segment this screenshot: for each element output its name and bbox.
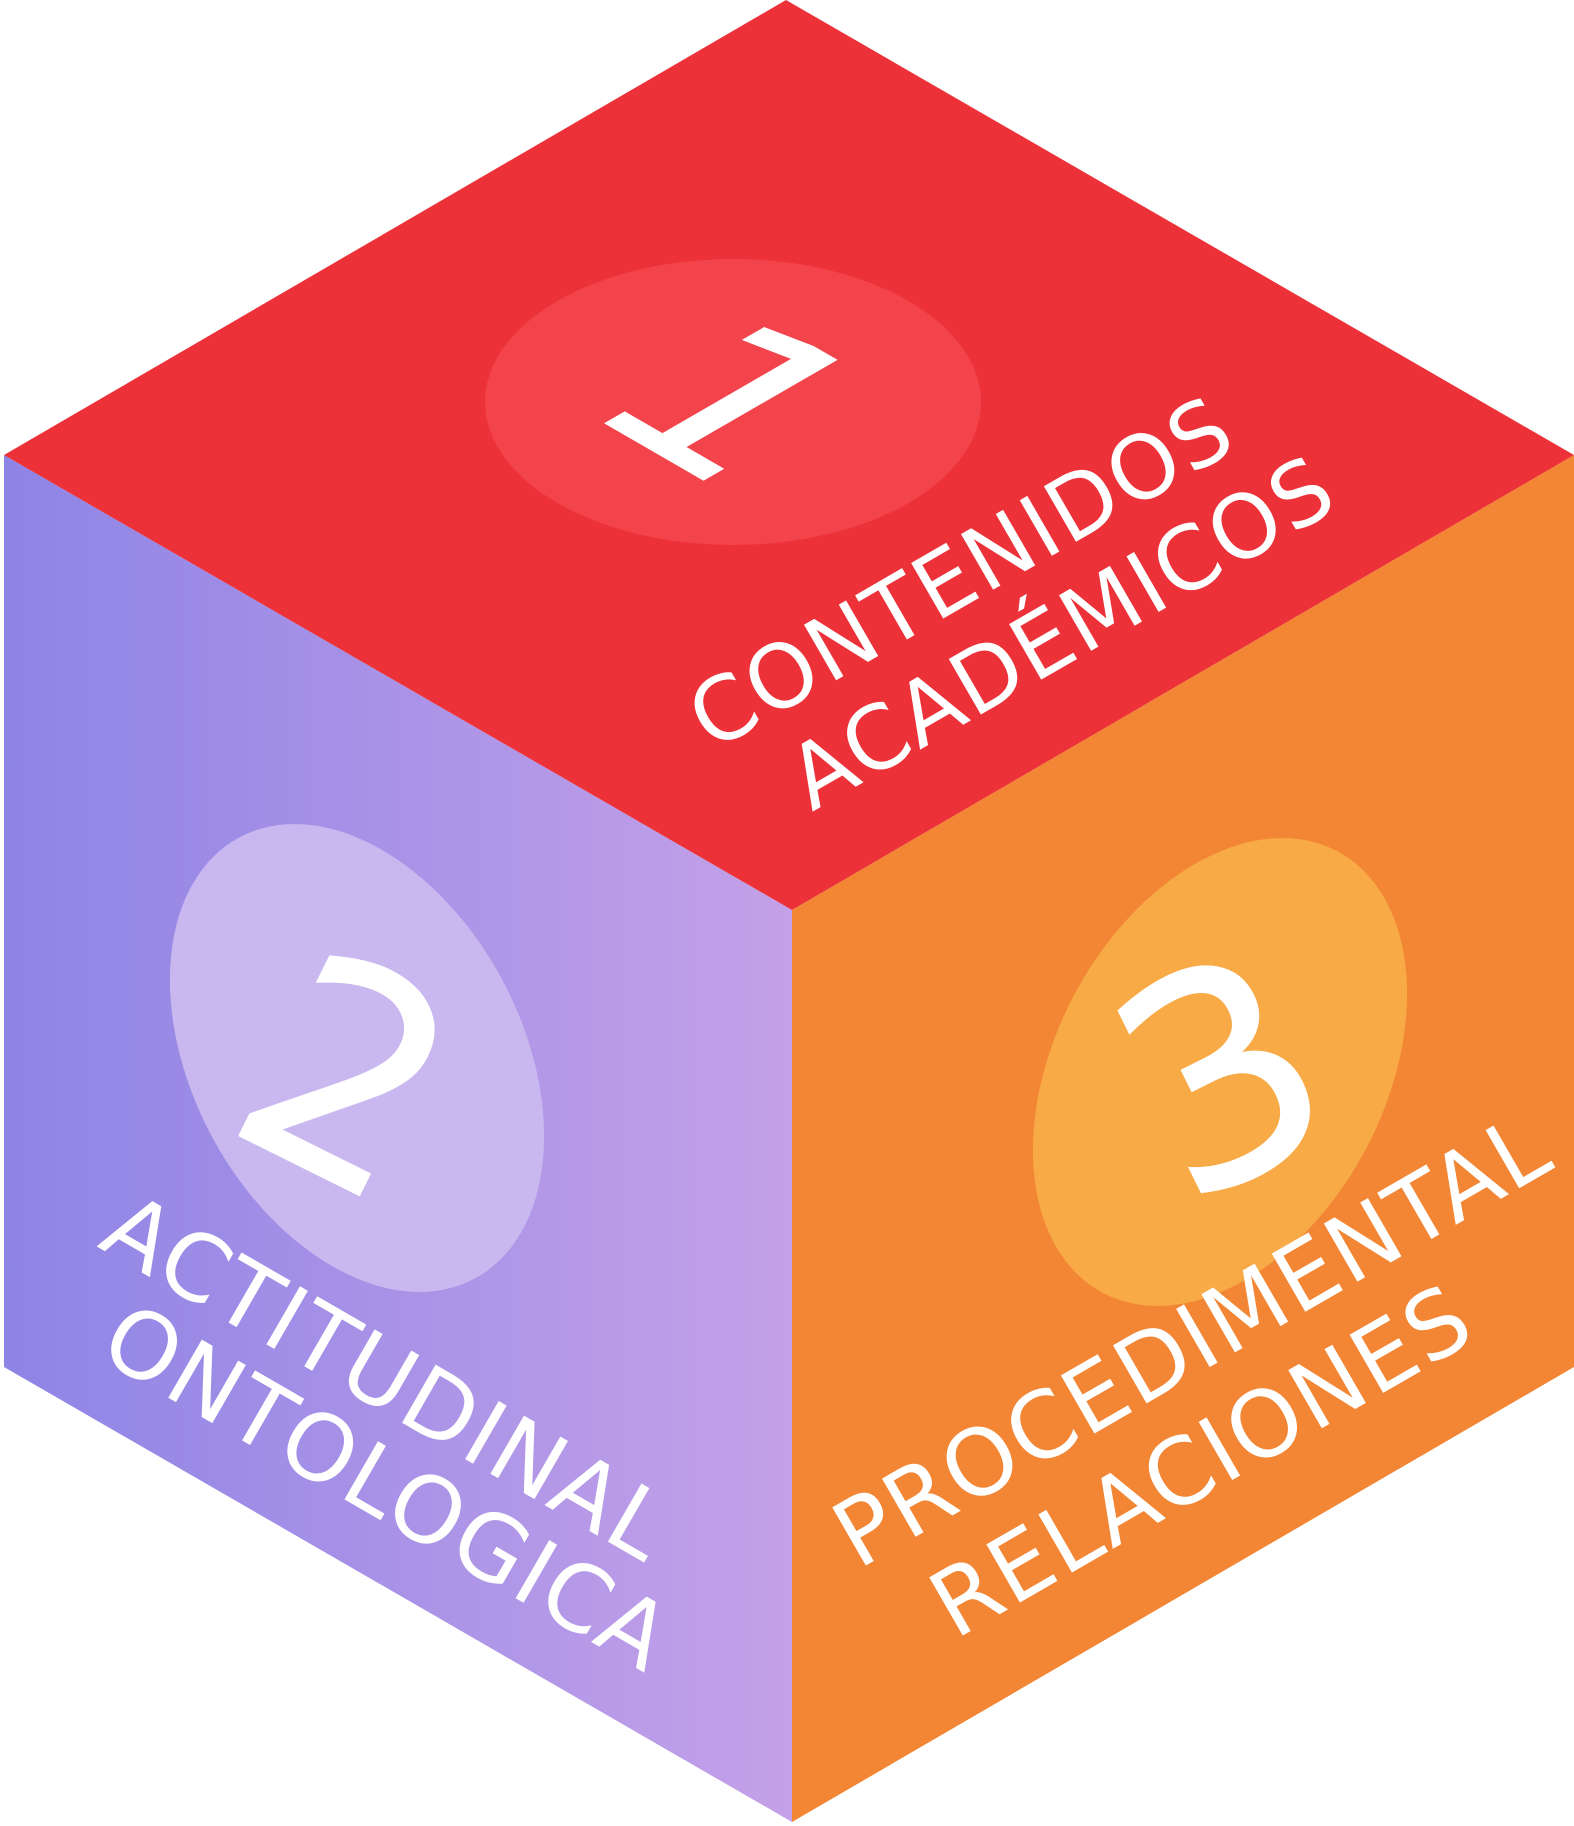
left-face-number-badge xyxy=(169,824,545,1292)
right-face-number-badge xyxy=(1032,838,1408,1306)
top-face: 1 CONTENIDOS ACADÉMICOS xyxy=(4,0,1574,910)
top-face-number-badge xyxy=(485,259,981,545)
